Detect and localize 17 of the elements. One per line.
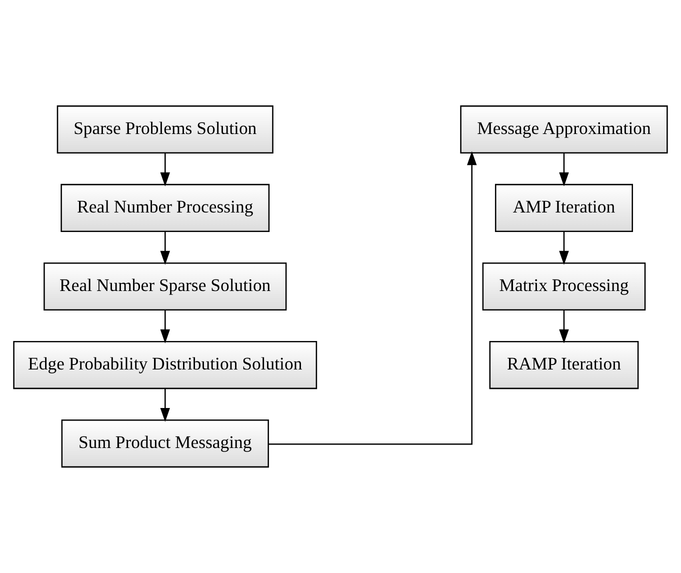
node-box: RAMP Iteration <box>489 340 639 390</box>
arrow <box>268 151 477 445</box>
arrow <box>160 153 170 186</box>
node-box: Sum Product Messaging <box>61 419 269 468</box>
node-box: AMP Iteration <box>494 184 633 232</box>
arrow <box>559 310 569 344</box>
arrow <box>559 153 569 186</box>
node-box: Matrix Processing <box>482 262 646 311</box>
node-box: Sparse Problems Solution <box>56 105 274 154</box>
arrow <box>160 232 170 265</box>
node-box: Message Approximation <box>460 105 668 154</box>
arrow <box>160 310 170 344</box>
arrow <box>559 232 569 265</box>
arrow <box>160 388 170 422</box>
node-box: Edge Probability Distribution Solution <box>13 340 318 390</box>
node-box: Real Number Sparse Solution <box>44 262 287 311</box>
node-box: Real Number Processing <box>60 184 270 232</box>
